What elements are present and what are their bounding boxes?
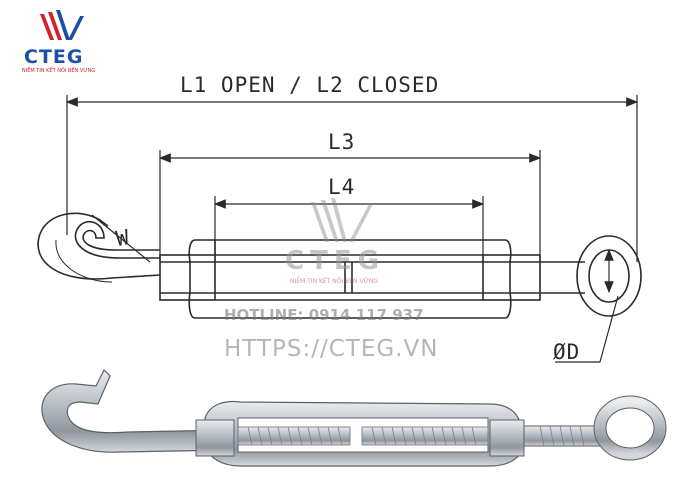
photo-thread-right: [361, 426, 489, 446]
dim-w-leader: [91, 214, 151, 263]
right-nut-body: [482, 254, 541, 301]
photo-nut-left: [195, 419, 235, 457]
watermark-logo-icon: [311, 198, 373, 242]
left-nut-body: [159, 254, 216, 301]
logo-tagline: NIỀM TIN KẾT NỐI BỀN VỮNG: [22, 68, 96, 74]
label-eye-diameter: ØD: [553, 340, 581, 364]
logo-stripes-icon: [40, 10, 84, 40]
hook-inner-arc: [74, 220, 160, 259]
hook-outer-arc: [37, 212, 161, 280]
photo-hook: [41, 368, 231, 453]
turnbuckle-outline: [37, 212, 642, 319]
label-l3: L3: [328, 130, 356, 154]
label-l4: L4: [328, 175, 356, 199]
turnbuckle-photo: [41, 368, 667, 467]
eye-outer: [576, 235, 642, 317]
watermark-hotline: HOTLINE: 0914 117 937: [224, 306, 424, 324]
label-l1-open-l2-closed: L1 OPEN / L2 CLOSED: [180, 73, 440, 97]
photo-eye-ring: [594, 396, 666, 460]
watermark-url: HTTPS://CTEG.VN: [224, 336, 439, 362]
dim-d-leader: [599, 295, 619, 363]
logo-brand: CTEG: [24, 46, 84, 68]
hook-back-edge: [55, 239, 113, 283]
watermark-tagline: NIỀM TIN KẾT NỐI BỀN VỮNG: [290, 278, 378, 285]
cteg-logo: CTEG NIỀM TIN KẾT NỐI BỀN VỮNG: [10, 6, 110, 78]
eye-inner: [588, 249, 630, 303]
photo-thread-left: [237, 426, 351, 446]
photo-nut-right: [489, 419, 525, 457]
watermark-brand: CTEG: [285, 246, 385, 276]
body-frame: [188, 239, 512, 319]
